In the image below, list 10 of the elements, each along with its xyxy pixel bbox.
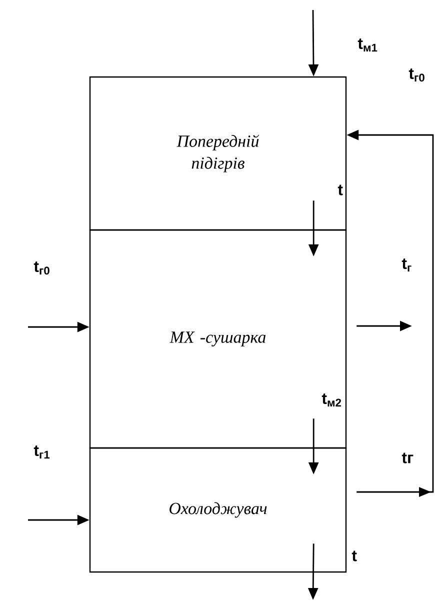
edge-label: t$_{м1}$: [356, 38, 379, 52]
edge-label: t$_{г1}$: [32, 444, 52, 460]
edge-label: t$_{м2}$: [320, 392, 343, 408]
edge-label: tг: [400, 452, 415, 464]
edge-label: t: [350, 550, 358, 562]
edge-label: t$_{г}$: [400, 258, 414, 272]
edge-label: t$_{г0}$: [32, 260, 52, 276]
flow-label: t$_{г0}$: [408, 68, 424, 82]
edge-label: t: [336, 184, 344, 196]
process-box: Охолоджувач: [89, 447, 347, 573]
